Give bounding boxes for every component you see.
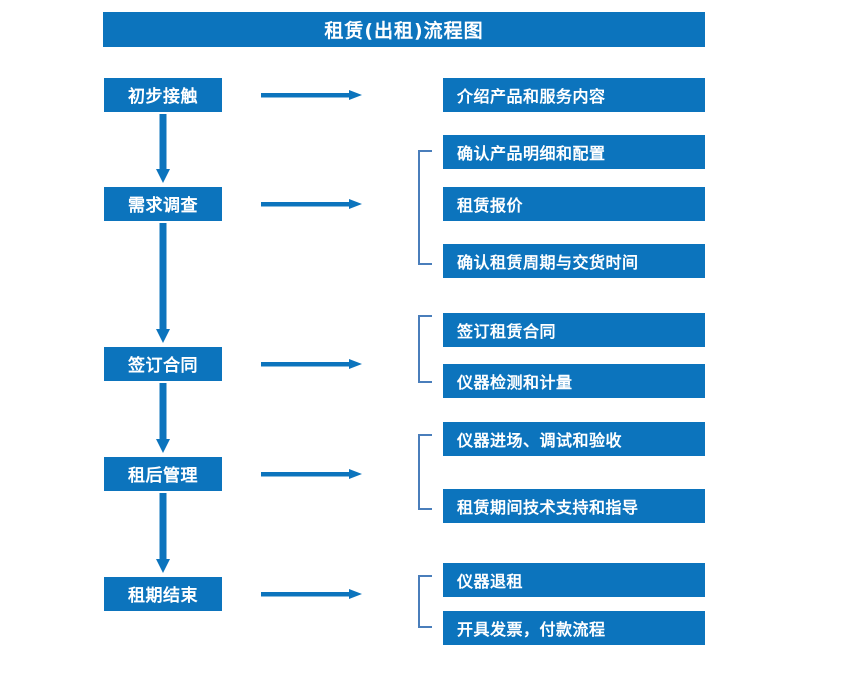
detail-box-2-3[interactable]: 确认租赁周期与交货时间 — [443, 244, 705, 278]
down-arrow-icon-3 — [153, 383, 173, 455]
detail-box-2-2[interactable]: 租赁报价 — [443, 187, 705, 221]
detail-box-4-1[interactable]: 仪器进场、调试和验收 — [443, 422, 705, 456]
group-bracket-5 — [418, 575, 432, 628]
detail-box-5-1[interactable]: 仪器退租 — [443, 563, 705, 597]
right-arrow-icon-3 — [261, 357, 363, 371]
group-bracket-2 — [418, 150, 432, 265]
group-bracket-3 — [418, 315, 432, 383]
stage-box-4[interactable]: 租后管理 — [104, 457, 222, 491]
detail-box-5-2[interactable]: 开具发票，付款流程 — [443, 611, 705, 645]
down-arrow-icon-2 — [153, 223, 173, 345]
detail-box-2-1[interactable]: 确认产品明细和配置 — [443, 135, 705, 169]
detail-box-4-2[interactable]: 租赁期间技术支持和指导 — [443, 489, 705, 523]
detail-box-1-1[interactable]: 介绍产品和服务内容 — [443, 78, 705, 112]
group-bracket-4 — [418, 434, 432, 510]
detail-box-3-2[interactable]: 仪器检测和计量 — [443, 364, 705, 398]
stage-box-5[interactable]: 租期结束 — [104, 577, 222, 611]
page-title: 租赁(出租)流程图 — [103, 12, 705, 47]
right-arrow-icon-1 — [261, 88, 363, 102]
stage-box-3[interactable]: 签订合同 — [104, 347, 222, 381]
stage-box-1[interactable]: 初步接触 — [104, 78, 222, 112]
right-arrow-icon-2 — [261, 197, 363, 211]
right-arrow-icon-5 — [261, 587, 363, 601]
down-arrow-icon-1 — [153, 114, 173, 185]
stage-box-2[interactable]: 需求调查 — [104, 187, 222, 221]
detail-box-3-1[interactable]: 签订租赁合同 — [443, 313, 705, 347]
right-arrow-icon-4 — [261, 467, 363, 481]
down-arrow-icon-4 — [153, 493, 173, 575]
